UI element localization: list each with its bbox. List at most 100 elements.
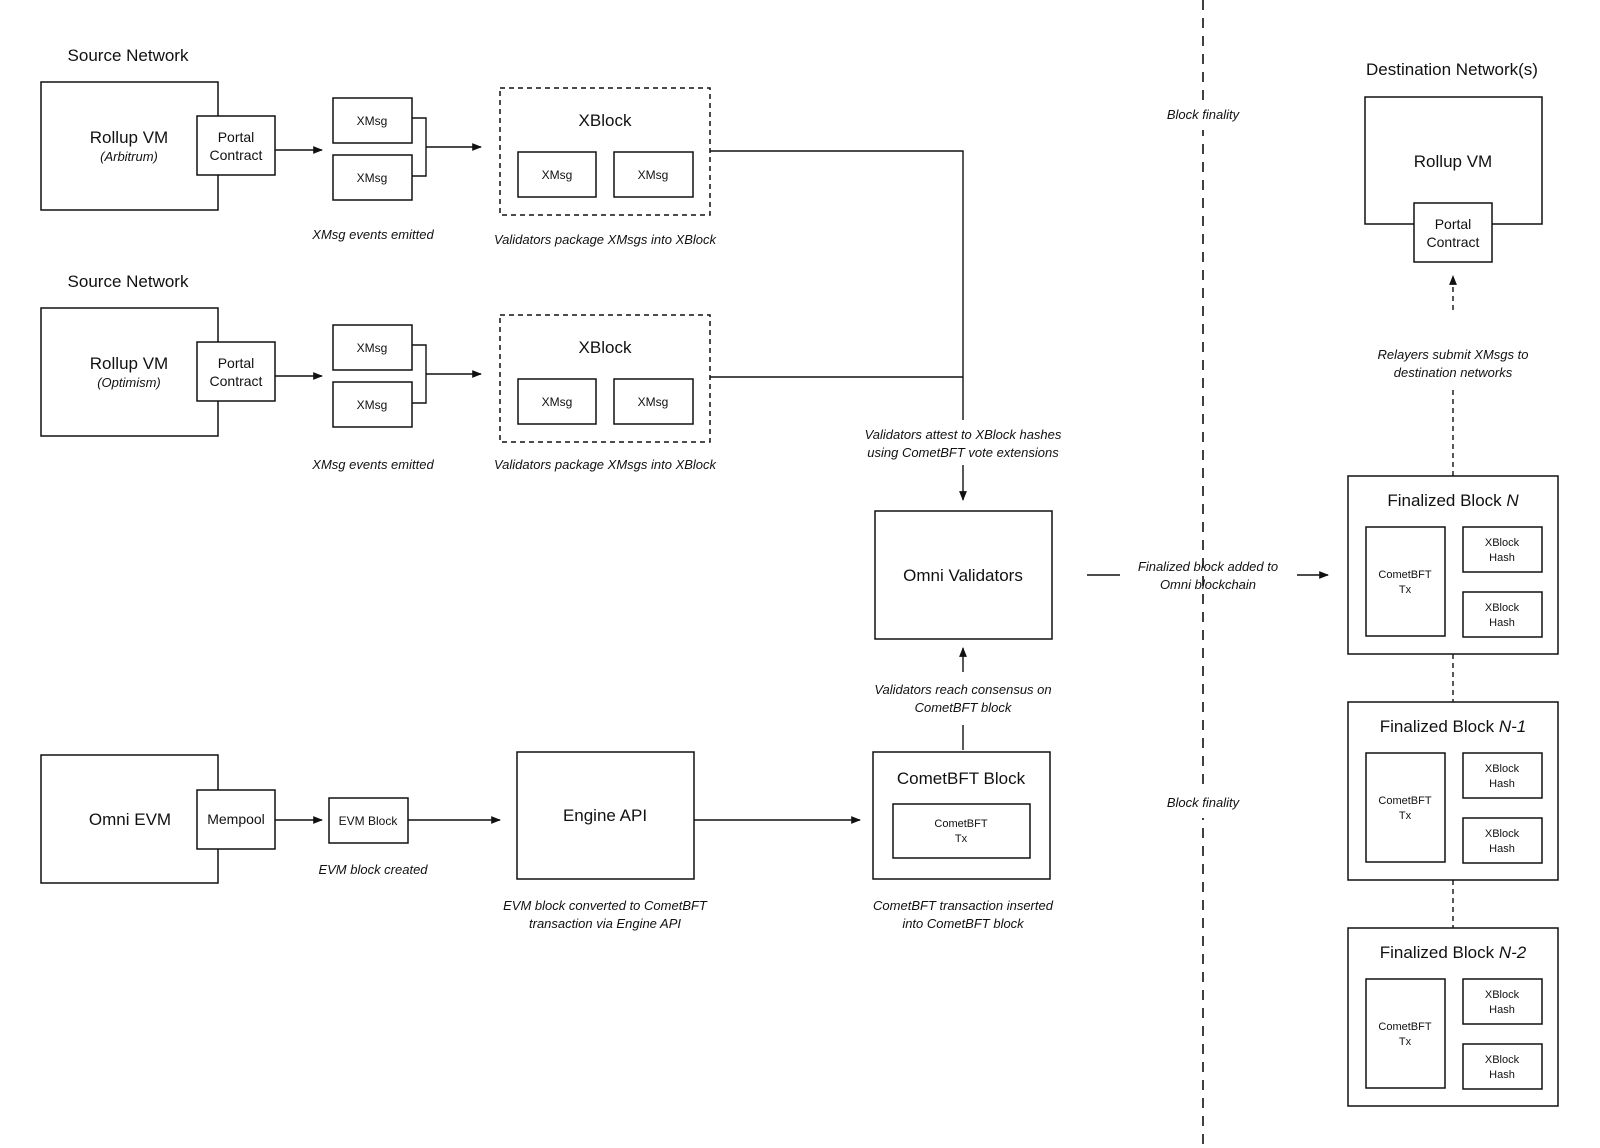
source-network-label-2: Source Network: [68, 272, 189, 291]
omni-validators-label: Omni Validators: [903, 566, 1023, 585]
block-finality-label-bottom: Block finality: [1167, 795, 1241, 810]
destination-portal-label: Portal: [1435, 216, 1472, 232]
consensus-caption-line-2: CometBFT block: [915, 700, 1013, 715]
xmsg-label: XMsg: [357, 171, 388, 185]
xmsg-box-2a: [332, 324, 413, 371]
cometbft-tx-label: Tx: [1399, 1036, 1412, 1048]
xblock-hash-label: XBlock: [1485, 763, 1520, 775]
cometbft-tx-n-2: [1365, 978, 1446, 1089]
xmsg-label: XMsg: [542, 395, 573, 409]
xblock-hash-label: XBlock: [1485, 1054, 1520, 1066]
omni-evm-label: Omni EVM: [89, 810, 171, 829]
cometbft-tx-label: CometBFT: [1378, 569, 1431, 581]
xblock-xmsg-2a: [517, 378, 597, 425]
cometbft-tx-box: [892, 803, 1031, 859]
xblock-hash-label: XBlock: [1485, 537, 1520, 549]
relayers-caption-line-1: Relayers submit XMsgs to: [1378, 347, 1529, 362]
evm-block-label: EVM Block: [339, 814, 399, 828]
xblock-hash-n-a: [1462, 526, 1543, 573]
consensus-caption-line-1: Validators reach consensus on: [874, 682, 1051, 697]
xblock-hash-label: Hash: [1489, 552, 1515, 564]
rollup-vm-box-optimism: [40, 307, 219, 437]
source-network-label-1: Source Network: [68, 46, 189, 65]
rollup-vm-box-arbitrum: [40, 81, 219, 211]
xblock-hash-n-1-b: [1462, 817, 1543, 864]
xmsg-label: XMsg: [638, 168, 669, 182]
mempool-box: [196, 789, 276, 850]
validators-package-caption-2: Validators package XMsgs into XBlock: [494, 457, 718, 472]
mempool-label: Mempool: [207, 811, 265, 827]
omni-validators-box: [874, 510, 1053, 640]
xmsg-box-1b: [332, 154, 413, 201]
xmsg-box-2b: [332, 381, 413, 428]
xblock-container-2: [499, 314, 711, 443]
cometbft-tx-label: Tx: [1399, 810, 1412, 822]
xblock-xmsg-2b: [613, 378, 694, 425]
cometbft-tx-label-line-1: CometBFT: [934, 818, 987, 830]
destination-network-label: Destination Network(s): [1366, 60, 1538, 79]
xmsg-label: XMsg: [357, 114, 388, 128]
engine-api-label: Engine API: [563, 806, 647, 825]
cometbft-tx-label-line-2: Tx: [955, 833, 968, 845]
xblock-hash-label: XBlock: [1485, 828, 1520, 840]
xblock-xmsg-1b: [613, 151, 694, 198]
rollup-vm-label-optimism: Rollup VM: [90, 354, 168, 373]
contract-label-optimism: Contract: [210, 373, 263, 389]
cometbft-caption-line-2: into CometBFT block: [902, 916, 1025, 931]
evm-block-box: [328, 797, 409, 844]
finalized-block-n-title: Finalized Block N: [1387, 491, 1519, 510]
xblock-xmsg-1a: [517, 151, 597, 198]
attest-caption-line-1: Validators attest to XBlock hashes: [865, 427, 1062, 442]
arbitrum-label: (Arbitrum): [100, 149, 158, 164]
xmsg-label: XMsg: [542, 168, 573, 182]
cometbft-tx-label: CometBFT: [1378, 795, 1431, 807]
portal-label-arbitrum: Portal: [218, 129, 255, 145]
xmsg-label: XMsg: [357, 341, 388, 355]
evm-block-created-caption: EVM block created: [318, 862, 428, 877]
xblock-hash-label: Hash: [1489, 843, 1515, 855]
xmsg-label: XMsg: [357, 398, 388, 412]
cometbft-tx-n: [1365, 526, 1446, 637]
portal-contract-box-arbitrum: [196, 115, 276, 176]
destination-contract-label: Contract: [1427, 234, 1480, 250]
finalized-added-caption-line-1: Finalized block added to: [1138, 559, 1278, 574]
engine-api-caption-line-2: transaction via Engine API: [529, 916, 681, 931]
finalized-block-n-2-title: Finalized Block N-2: [1380, 943, 1527, 962]
xblock-hash-label: XBlock: [1485, 989, 1520, 1001]
xblock-hash-n-1-a: [1462, 752, 1543, 799]
cometbft-caption-line-1: CometBFT transaction inserted: [873, 898, 1054, 913]
xmsg-events-caption-2: XMsg events emitted: [311, 457, 434, 472]
xblock-title-2: XBlock: [579, 338, 632, 357]
validators-package-caption-1: Validators package XMsgs into XBlock: [494, 232, 718, 247]
contract-label-arbitrum: Contract: [210, 147, 263, 163]
xblock-hash-label: Hash: [1489, 1004, 1515, 1016]
omni-evm-box: [40, 754, 219, 884]
portal-contract-box-optimism: [196, 341, 276, 402]
xblock-hash-n-2-b: [1462, 1043, 1543, 1090]
block-finality-label-top: Block finality: [1167, 107, 1241, 122]
cometbft-tx-label: Tx: [1399, 584, 1412, 596]
cometbft-tx-n-1: [1365, 752, 1446, 863]
rollup-vm-label-arbitrum: Rollup VM: [90, 128, 168, 147]
cometbft-tx-label: CometBFT: [1378, 1021, 1431, 1033]
finalized-block-n-1-title: Finalized Block N-1: [1380, 717, 1526, 736]
portal-label-optimism: Portal: [218, 355, 255, 371]
xmsg-box-1a: [332, 97, 413, 144]
optimism-label: (Optimism): [97, 375, 161, 390]
xblock-hash-n-2-a: [1462, 978, 1543, 1025]
relayers-caption-line-2: destination networks: [1394, 365, 1513, 380]
xblock-hash-label: Hash: [1489, 778, 1515, 790]
xblock-hash-label: Hash: [1489, 617, 1515, 629]
xblock-hash-label: XBlock: [1485, 602, 1520, 614]
xblock-title-1: XBlock: [579, 111, 632, 130]
cometbft-block-label: CometBFT Block: [897, 769, 1026, 788]
engine-api-caption-line-1: EVM block converted to CometBFT: [503, 898, 708, 913]
attest-caption-line-2: using CometBFT vote extensions: [867, 445, 1059, 460]
engine-api-box: [516, 751, 695, 880]
xblock-hash-label: Hash: [1489, 1069, 1515, 1081]
finalized-added-caption-line-2: Omni blockchain: [1160, 577, 1256, 592]
destination-portal-contract-box: [1413, 202, 1493, 263]
xblock-hash-n-b: [1462, 591, 1543, 638]
xmsg-label: XMsg: [638, 395, 669, 409]
